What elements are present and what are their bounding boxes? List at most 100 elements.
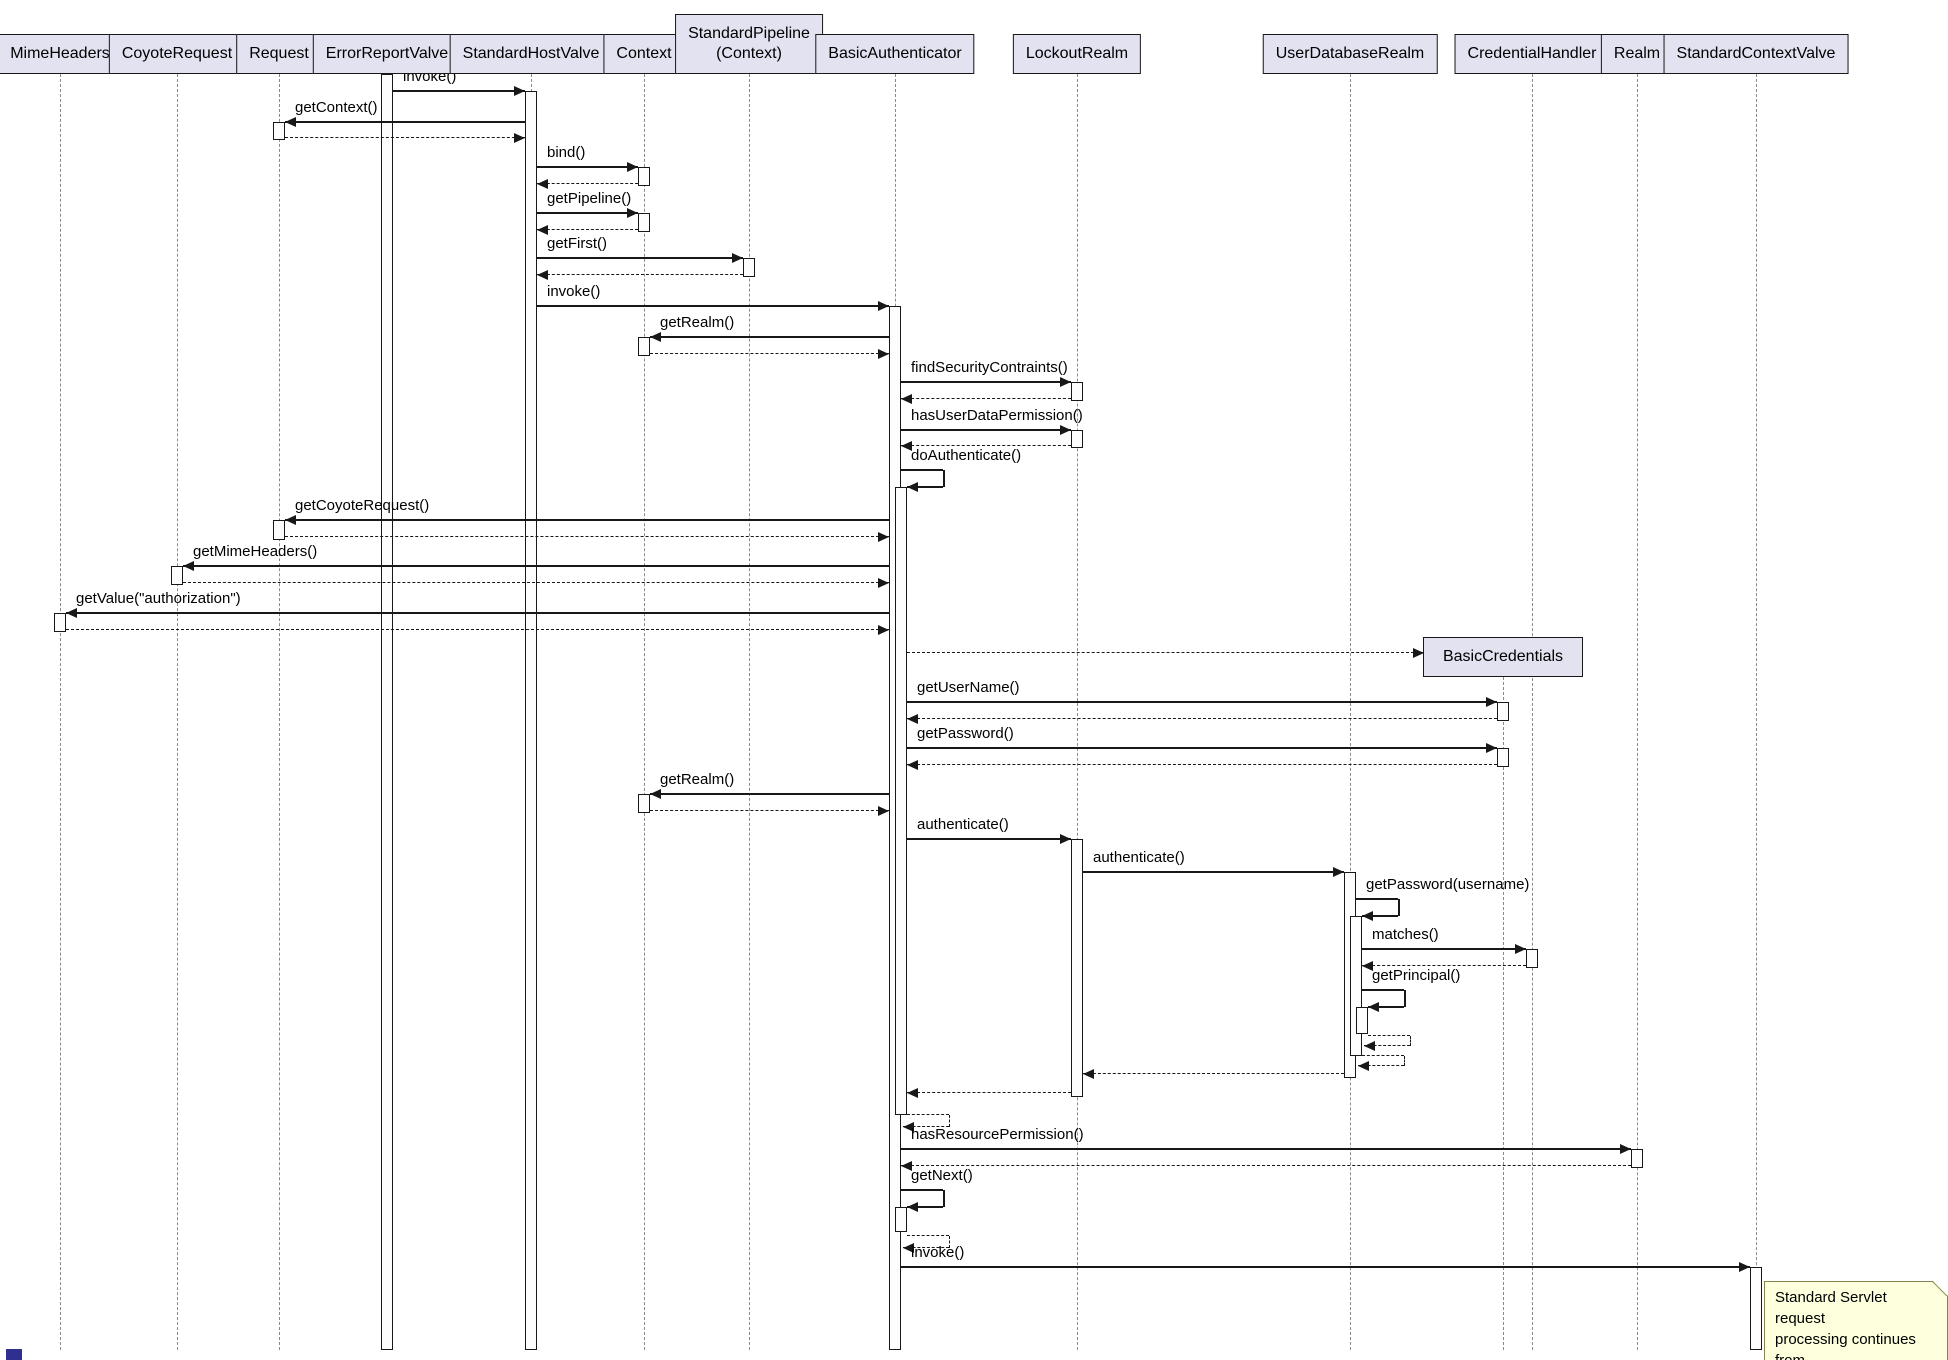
message-line <box>901 398 1071 399</box>
lifeline-credentialhandler <box>1532 74 1533 1350</box>
message-line <box>901 1266 1750 1268</box>
message-arrowhead <box>901 441 912 451</box>
message-arrowhead <box>903 1243 914 1253</box>
activation-bar <box>1350 916 1362 1056</box>
message-label: getMimeHeaders() <box>193 543 318 560</box>
activation-bar <box>638 167 650 186</box>
participant-errorreportvalve: ErrorReportValve <box>312 34 462 74</box>
message-arrowhead <box>1368 1002 1379 1012</box>
message-line <box>1356 898 1398 900</box>
message-line <box>1404 1056 1405 1066</box>
message-arrowhead <box>285 117 296 127</box>
message-arrowhead <box>537 179 548 189</box>
message-line <box>1362 915 1398 917</box>
participant-mimeheaders: MimeHeaders <box>0 34 123 74</box>
lifeline-lockoutrealm <box>1077 74 1078 1350</box>
activation-bar <box>1071 839 1083 1097</box>
message-line <box>1398 899 1400 916</box>
activation-bar <box>1750 1267 1762 1350</box>
message-arrowhead <box>1362 961 1373 971</box>
lifeline-basiccredentials <box>1503 677 1504 1350</box>
message-arrowhead <box>878 625 889 635</box>
message-line <box>907 701 1497 703</box>
activation-bar <box>1356 1007 1368 1034</box>
message-line <box>1368 1006 1404 1008</box>
lifeline-standardpipeline-context <box>749 74 750 1350</box>
message-line <box>650 353 889 354</box>
message-label: getContext() <box>295 99 378 116</box>
message-arrowhead <box>907 760 918 770</box>
note-servlet-processing: Standard Servlet request processing cont… <box>1764 1280 1948 1360</box>
message-arrowhead <box>1486 743 1497 753</box>
message-arrowhead <box>514 133 525 143</box>
activation-bar <box>525 91 537 1350</box>
message-line <box>943 1190 945 1207</box>
lifeline-realm <box>1637 74 1638 1350</box>
message-arrowhead <box>901 394 912 404</box>
message-line <box>1362 989 1404 991</box>
message-line <box>1358 1065 1404 1066</box>
message-line <box>901 1148 1631 1150</box>
message-line <box>183 582 889 583</box>
message-arrowhead <box>1362 911 1373 921</box>
message-line <box>903 1126 949 1127</box>
participant-standardpipeline-context: StandardPipeline (Context) <box>675 14 823 74</box>
message-arrowhead <box>650 332 661 342</box>
message-line <box>285 536 889 537</box>
message-line <box>183 565 889 567</box>
message-arrowhead <box>1083 1069 1094 1079</box>
message-line <box>901 429 1071 431</box>
message-line <box>650 336 889 338</box>
message-line <box>943 470 945 487</box>
message-arrowhead <box>1413 648 1424 658</box>
lifeline-context <box>644 74 645 1350</box>
message-arrowhead <box>732 253 743 263</box>
message-label: getPassword(username) <box>1366 876 1530 893</box>
lifeline-coyoterequest <box>177 74 178 1350</box>
lifeline-request <box>279 74 280 1350</box>
message-arrowhead <box>1364 1041 1375 1051</box>
activation-bar <box>1631 1149 1643 1168</box>
participant-basiccredentials: BasicCredentials <box>1423 637 1583 677</box>
message-arrowhead <box>901 1161 912 1171</box>
message-arrowhead <box>650 789 661 799</box>
message-line <box>285 137 525 138</box>
activation-bar <box>1497 702 1509 721</box>
message-line <box>1368 1035 1410 1036</box>
message-label: getNext() <box>911 1167 973 1184</box>
message-line <box>285 519 889 521</box>
participant-lockoutrealm: LockoutRealm <box>1012 34 1142 74</box>
message-line <box>1362 1055 1404 1056</box>
message-line <box>1404 990 1406 1007</box>
activation-bar <box>171 566 183 585</box>
message-label: getPassword() <box>917 725 1014 742</box>
message-line <box>1083 1073 1344 1074</box>
message-line <box>285 121 525 123</box>
message-arrowhead <box>878 301 889 311</box>
message-label: getCoyoteRequest() <box>295 497 430 514</box>
message-line <box>907 1206 943 1208</box>
lifeline-userdatabaserealm <box>1350 74 1351 1350</box>
message-label: getPrincipal() <box>1372 967 1461 984</box>
participant-request: Request <box>236 34 322 74</box>
participant-standardhostvalve: StandardHostValve <box>449 34 613 74</box>
message-line <box>907 747 1497 749</box>
message-label: invoke() <box>547 283 601 300</box>
message-line <box>537 274 743 275</box>
lifeline-standardcontextvalve <box>1756 74 1757 1350</box>
message-label: getValue("authorization") <box>76 590 241 607</box>
activation-bar <box>273 122 285 140</box>
message-arrowhead <box>1060 377 1071 387</box>
message-line <box>907 1114 949 1115</box>
message-line <box>901 1189 943 1191</box>
participant-userdatabaserealm: UserDatabaseRealm <box>1262 34 1438 74</box>
activation-bar <box>638 213 650 232</box>
message-line <box>537 183 638 184</box>
message-line <box>907 718 1497 719</box>
message-label: getRealm() <box>660 771 735 788</box>
message-line <box>1362 948 1526 950</box>
message-arrowhead <box>537 270 548 280</box>
message-arrowhead <box>1358 1061 1369 1071</box>
message-arrowhead <box>1739 1262 1750 1272</box>
activation-bar <box>273 520 285 540</box>
